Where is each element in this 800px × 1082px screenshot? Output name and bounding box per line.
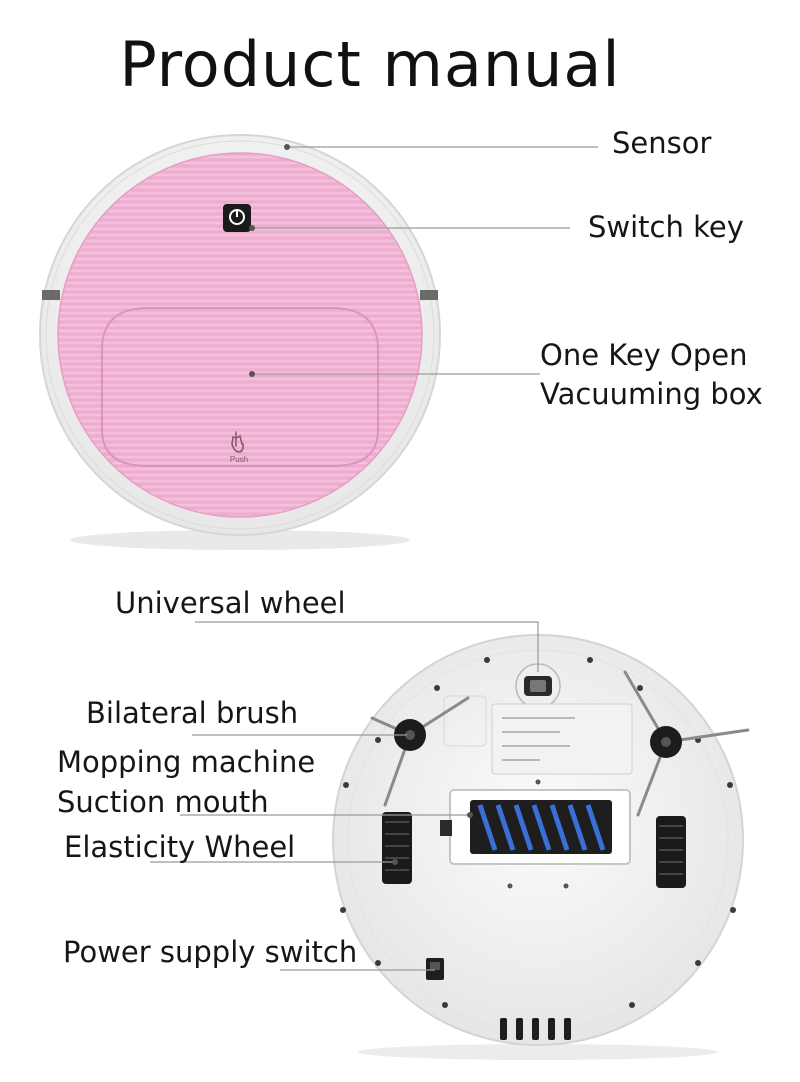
label-switch-key: Switch key: [588, 210, 744, 244]
label-elasticity-wheel: Elasticity Wheel: [64, 830, 296, 864]
bottom-leader-lines: [150, 621, 539, 971]
right-elasticity-wheel: [656, 816, 686, 888]
label-one-key-open: One Key Open: [540, 338, 748, 372]
spec-sticker: [491, 703, 633, 775]
page-title: Product manual: [119, 28, 621, 101]
push-label: Push: [230, 455, 248, 464]
bumper-notch-left: [42, 290, 60, 300]
label-sensor: Sensor: [612, 126, 712, 160]
robot-top-view: Push: [39, 134, 441, 550]
robot-bottom-view: [332, 634, 750, 1060]
hand-push-icon: [231, 431, 244, 453]
vents: [500, 1018, 571, 1040]
label-vacuuming-box: Vacuuming box: [540, 377, 763, 411]
switch-key-button: [223, 204, 251, 232]
dust-box-outline: [101, 307, 379, 467]
label-universal-wheel: Universal wheel: [115, 586, 346, 620]
label-mopping-machine: Mopping machine: [57, 745, 316, 779]
pink-cover: [58, 153, 422, 517]
roller-brush: [477, 804, 606, 851]
label-power-supply-switch: Power supply switch: [63, 935, 358, 969]
left-elasticity-wheel: [382, 812, 412, 884]
label-bilateral-brush: Bilateral brush: [86, 696, 299, 730]
label-suction-mouth: Suction mouth: [57, 785, 269, 819]
top-leader-lines: [252, 146, 598, 375]
bumper-notch-right: [420, 290, 438, 300]
